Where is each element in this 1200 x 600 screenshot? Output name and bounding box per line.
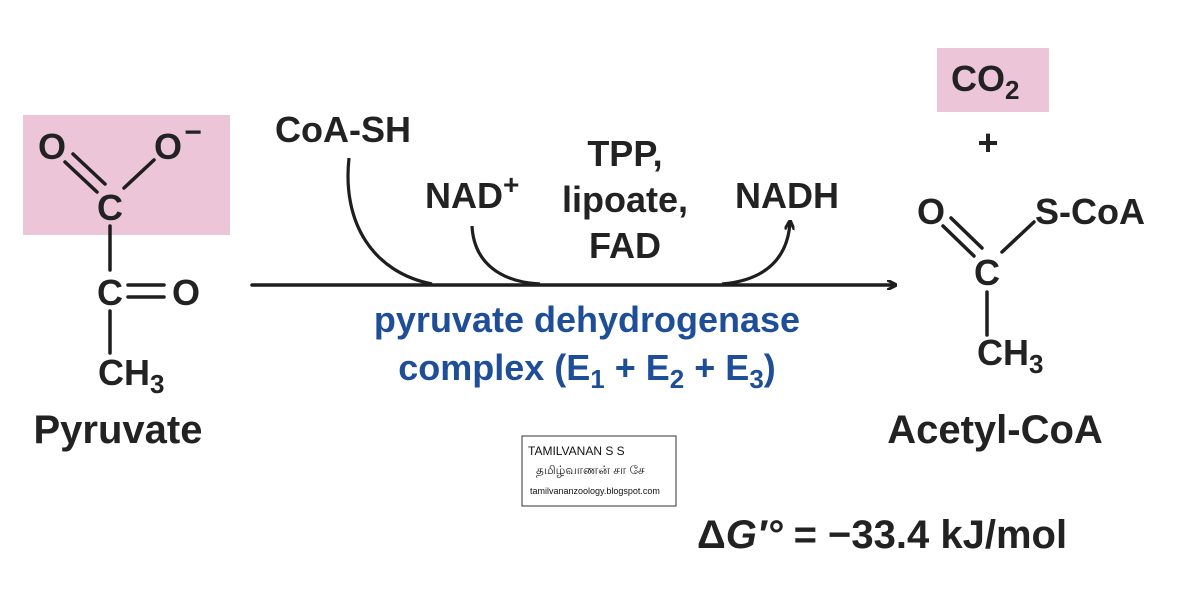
pyruvate-o-keto: O	[172, 272, 200, 313]
watermark-line-1: TAMILVANAN S S	[528, 444, 625, 458]
products: CO2 + O S-CoA C CH3 Acetyl-CoA	[887, 48, 1145, 452]
nadh-exit-curve	[721, 222, 790, 286]
cofactor-nad: NAD+	[425, 169, 519, 216]
reaction: CoA-SH NAD+ TPP, lipoate, FAD NADH pyruv…	[250, 109, 895, 394]
co2-highlight	[937, 48, 1049, 112]
acetyl-bond-c-o-double-1	[941, 224, 976, 258]
pyruvate-o-minus-charge: −	[184, 116, 202, 149]
acetyl-bond-c-o-double-2	[949, 216, 984, 250]
carboxyl-highlight	[23, 115, 230, 235]
bond-c-o-double-1	[63, 160, 99, 194]
pyruvate-o-minus: O	[154, 126, 182, 167]
acetyl-c: C	[974, 252, 1000, 293]
coa-sh-entry-curve	[346, 157, 433, 286]
delta-g-value: ΔG′° = −33.4 kJ/mol	[697, 513, 1067, 557]
product-co2: CO2	[951, 58, 1019, 105]
pyruvate-c-carboxyl: C	[97, 187, 123, 228]
products-plus: +	[977, 122, 998, 163]
acetyl-coa-label: Acetyl-CoA	[887, 408, 1103, 452]
acetyl-bond-c-s	[1000, 220, 1036, 254]
cofactor-tpp: TPP,	[587, 133, 662, 174]
pyruvate-o-left: O	[38, 126, 66, 167]
cofactor-lipoate: lipoate,	[562, 179, 688, 220]
watermark-box: TAMILVANAN S S தமிழ்வாணன் சா சே tamilvan…	[521, 435, 677, 507]
cofactor-coa-sh: CoA-SH	[275, 109, 411, 150]
cofactor-fad: FAD	[589, 225, 661, 266]
enzyme-name-line-2: complex (E1 + E2 + E3)	[398, 347, 776, 394]
pyruvate-label: Pyruvate	[34, 408, 203, 452]
cofactor-nadh: NADH	[735, 175, 839, 216]
watermark-border	[521, 435, 677, 507]
watermark-line-2: தமிழ்வாணன் சா சே	[536, 463, 645, 477]
bond-c-o-double-2	[71, 152, 107, 186]
acetyl-s-coa: S-CoA	[1035, 191, 1145, 232]
watermark-line-3: tamilvananzoology.blogspot.com	[530, 486, 660, 496]
acetyl-ch3: CH3	[977, 332, 1043, 379]
pyruvate-c-keto: C	[97, 272, 123, 313]
acetyl-o: O	[917, 191, 945, 232]
enzyme-name-line-1: pyruvate dehydrogenase	[374, 299, 800, 340]
nad-entry-curve	[470, 225, 541, 286]
bond-c-o-single	[122, 158, 156, 190]
pyruvate-ch3: CH3	[98, 352, 164, 399]
pyruvate-structure: O O − C C O CH3 Pyruvate	[23, 115, 230, 452]
